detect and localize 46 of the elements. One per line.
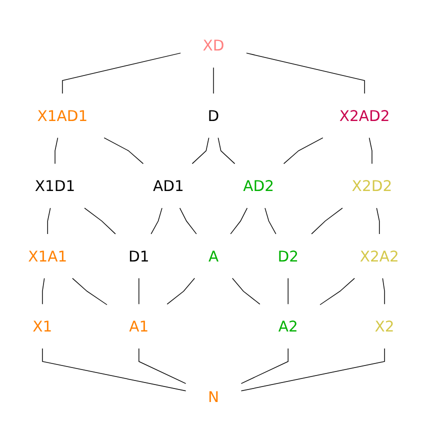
connector [218,137,236,164]
connector [166,278,195,305]
node-text: AD1 [153,177,184,195]
connector [62,52,181,94]
connector [382,278,385,305]
node-text: AD2 [243,177,274,195]
connector [311,208,343,234]
connector [84,208,116,234]
node-text: X1AD1 [37,106,88,125]
connector [264,208,276,234]
connector [54,137,58,164]
connector [283,137,324,164]
connector [192,137,210,164]
connector [230,208,248,234]
node-text: X1D1 [34,177,76,195]
node-text: N [208,388,220,406]
connector [246,52,365,94]
connector [72,278,108,306]
node-text: D2 [278,247,298,265]
connector [240,348,385,392]
node-text: X2D2 [352,177,392,195]
node-text: X2A2 [360,247,399,265]
node-text: D [208,106,220,125]
node-text: A1 [129,317,149,336]
connector [42,348,186,392]
node-text: D1 [128,247,150,265]
connector [150,208,162,234]
connector [47,208,51,234]
connector [213,67,214,94]
connector [368,137,372,164]
connector [104,137,144,164]
node-text: X1 [32,317,52,336]
connector [179,208,197,234]
node-text: A [208,247,219,265]
node-text: XD [202,36,224,54]
connector [138,348,186,384]
connector [376,208,380,234]
node-text: A2 [278,317,298,336]
node-text: X2 [374,317,394,336]
connector [320,278,355,306]
connector [232,278,260,305]
node-text: X1A1 [28,247,68,265]
connector [42,278,45,305]
connector [240,348,288,384]
node-text: X2AD2 [339,106,390,125]
connector [138,278,140,305]
